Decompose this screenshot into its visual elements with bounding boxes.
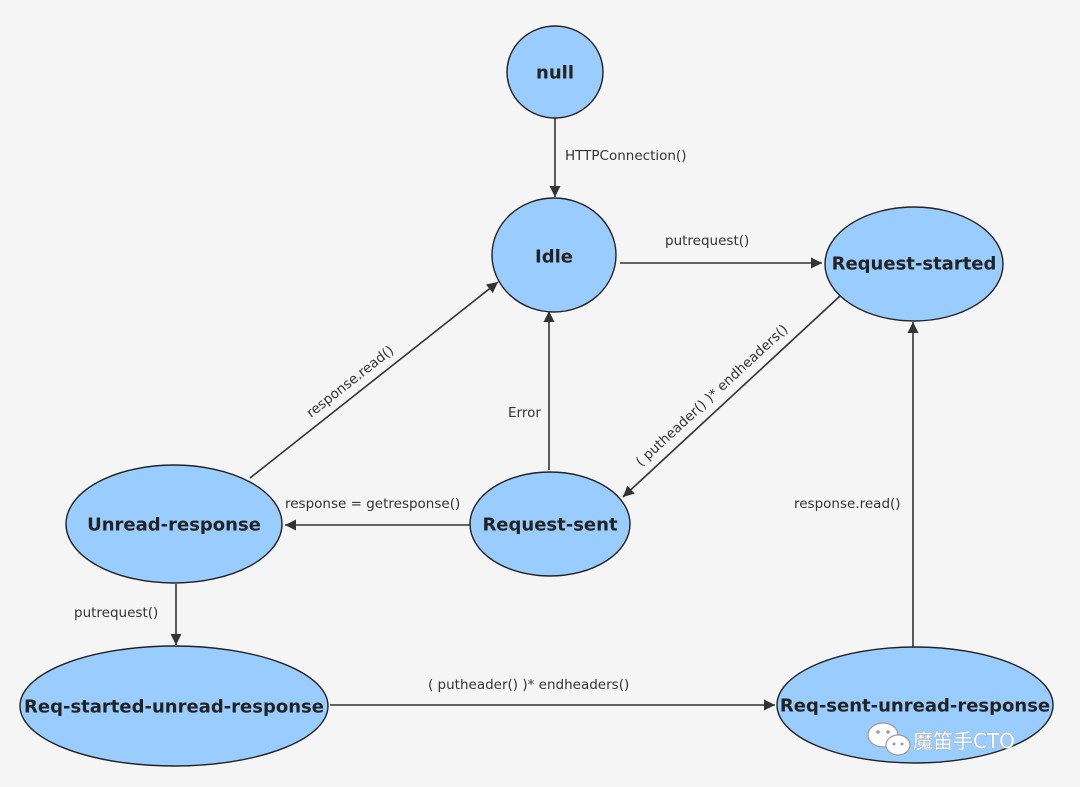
edge-label-response-read-right: response.read() bbox=[794, 496, 901, 512]
edge-label-putrequest-unread: putrequest() bbox=[74, 605, 158, 621]
node-request-started: Request-started bbox=[824, 206, 1004, 322]
node-unread-response-label: Unread-response bbox=[87, 515, 261, 536]
node-unread-response-shape bbox=[65, 464, 283, 584]
edge-label-response-read-left: response.read() bbox=[304, 343, 398, 422]
node-req-started-unread-response-label: Req-started-unread-response bbox=[24, 697, 324, 718]
node-req-started-unread-response-shape bbox=[19, 645, 329, 767]
edge-label-getresponse: response = getresponse() bbox=[285, 496, 460, 512]
node-request-started-label: Request-started bbox=[832, 254, 997, 275]
node-req-started-unread-response: Req-started-unread-response bbox=[19, 645, 329, 767]
node-null-shape bbox=[506, 25, 604, 119]
node-request-sent: Request-sent bbox=[469, 471, 631, 577]
node-idle-label: Idle bbox=[535, 247, 573, 268]
edge-label-http-connection: HTTPConnection() bbox=[565, 148, 686, 164]
node-request-sent-label: Request-sent bbox=[482, 515, 618, 536]
wechat-icon bbox=[867, 722, 911, 756]
node-idle-shape bbox=[491, 197, 617, 313]
watermark: 魔笛手CTO bbox=[867, 722, 1015, 756]
edge-label-putheader-endheaders-diagonal: ( putheader() )* endheaders() bbox=[633, 321, 792, 469]
node-null-label: null bbox=[536, 63, 574, 84]
node-req-sent-unread-response-label: Req-sent-unread-response bbox=[780, 696, 1050, 717]
edge-label-error: Error bbox=[508, 405, 541, 421]
node-req-sent-unread-response-shape bbox=[776, 646, 1054, 764]
node-request-sent-shape bbox=[469, 471, 631, 577]
edge-request-started-to-request-sent bbox=[622, 295, 841, 498]
edges bbox=[170, 118, 919, 711]
edge-label-putheader-endheaders-bottom: ( putheader() )* endheaders() bbox=[428, 677, 629, 693]
edge-labels: HTTPConnection() putrequest() ( putheade… bbox=[74, 148, 901, 693]
node-req-sent-unread-response: Req-sent-unread-response bbox=[776, 646, 1054, 764]
edge-unread-response-to-idle bbox=[249, 281, 499, 479]
edge-label-putrequest-idle: putrequest() bbox=[665, 233, 749, 249]
node-request-started-shape bbox=[824, 206, 1004, 322]
node-unread-response: Unread-response bbox=[65, 464, 283, 584]
watermark-text: 魔笛手CTO bbox=[913, 729, 1015, 753]
node-idle: Idle bbox=[491, 197, 617, 313]
node-null: null bbox=[506, 25, 604, 119]
